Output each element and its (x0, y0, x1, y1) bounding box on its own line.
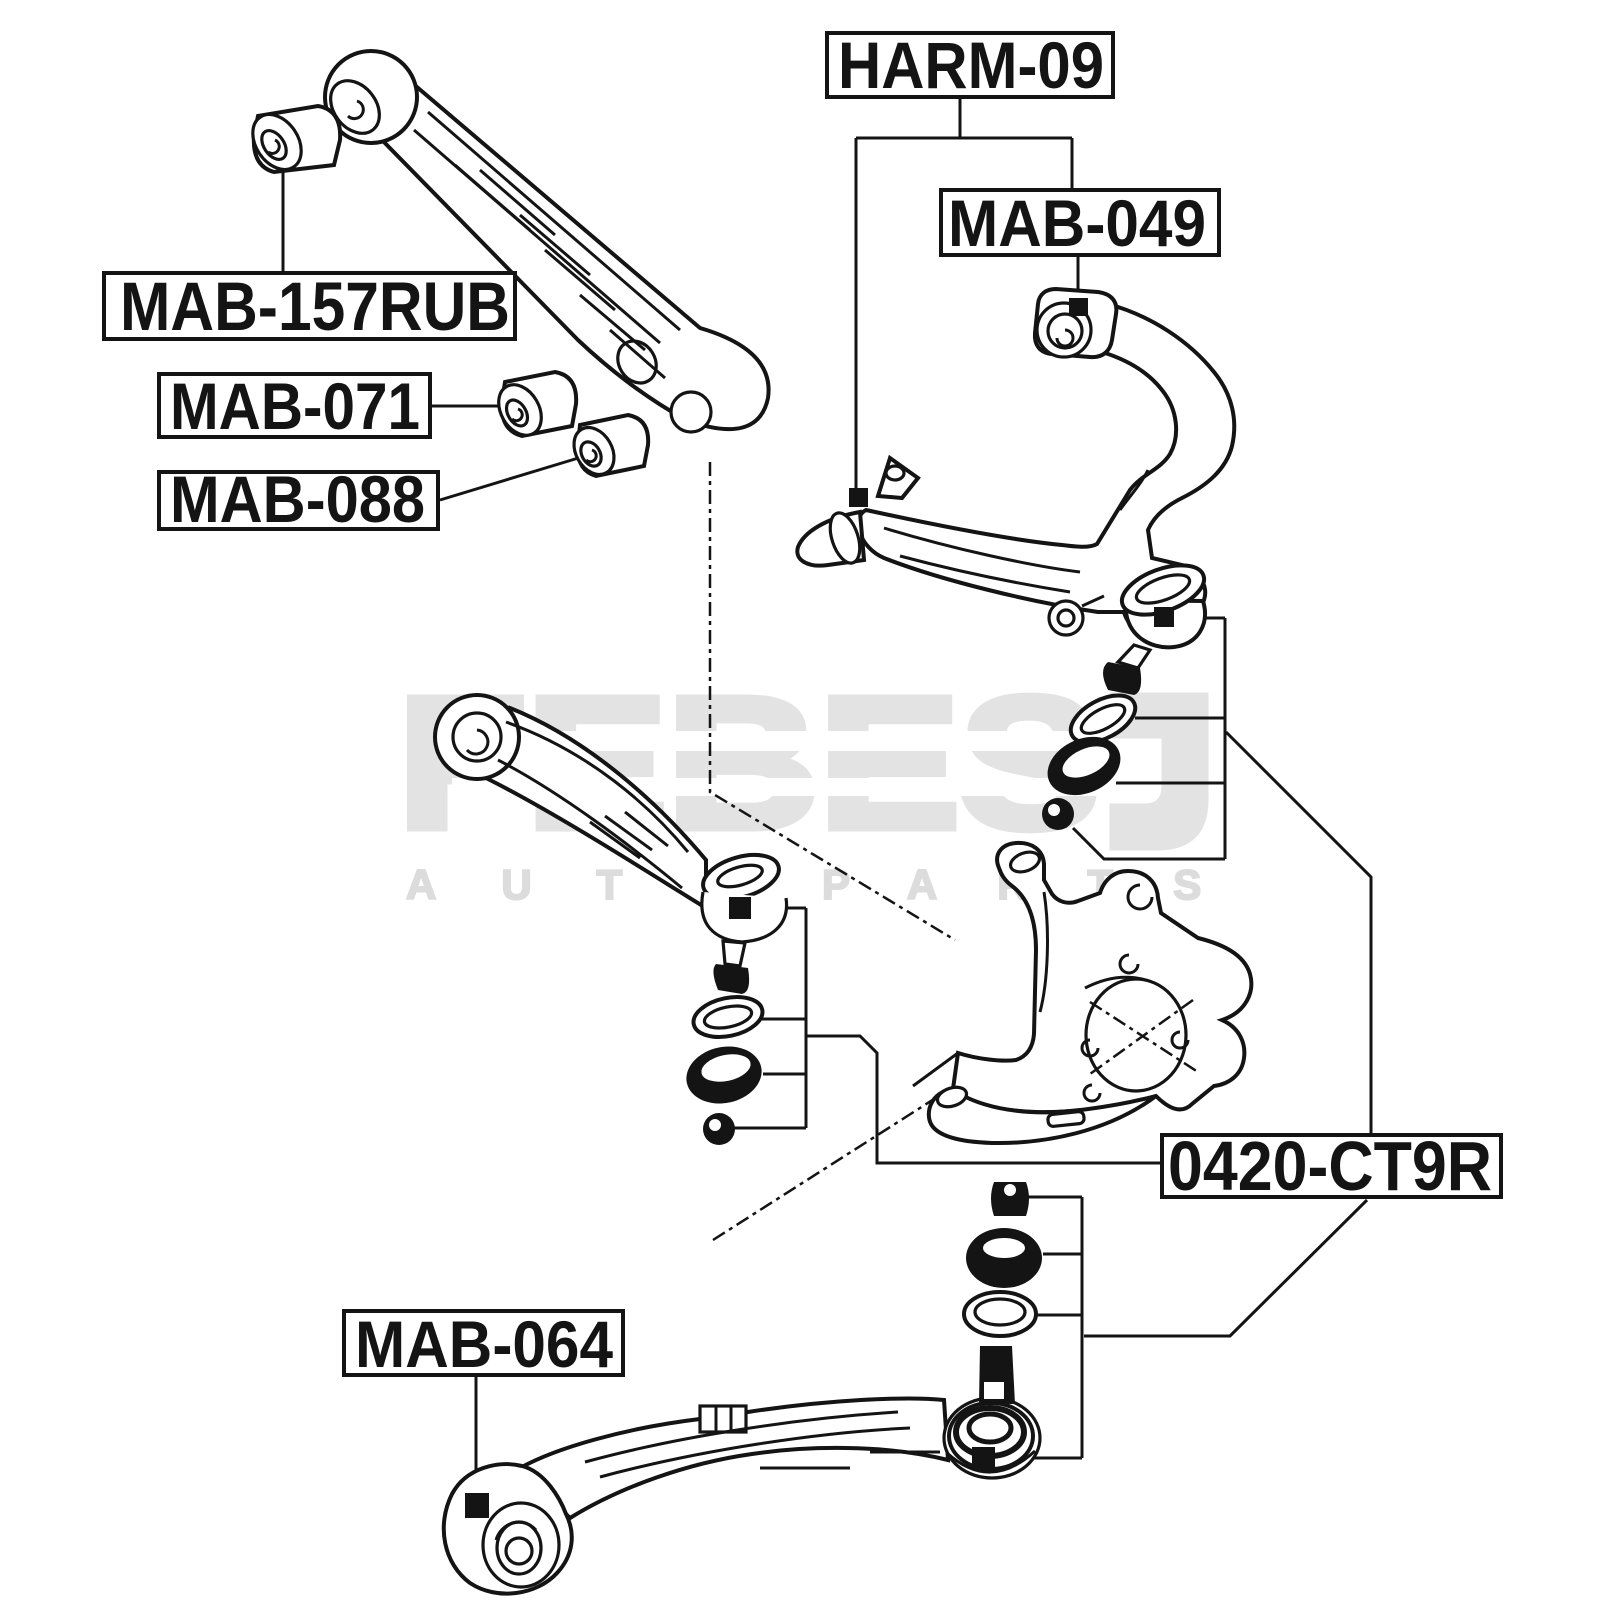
svg-text:MAB-157RUB: MAB-157RUB (120, 268, 510, 345)
svg-text:MAB-064: MAB-064 (355, 1307, 613, 1381)
svg-text:0420-CT9R: 0420-CT9R (1168, 1127, 1492, 1205)
svg-text:MAB-071: MAB-071 (170, 369, 420, 443)
svg-text:HARM-09: HARM-09 (838, 28, 1104, 102)
svg-text:MAB-088: MAB-088 (170, 462, 425, 536)
svg-text:MAB-049: MAB-049 (948, 186, 1206, 260)
